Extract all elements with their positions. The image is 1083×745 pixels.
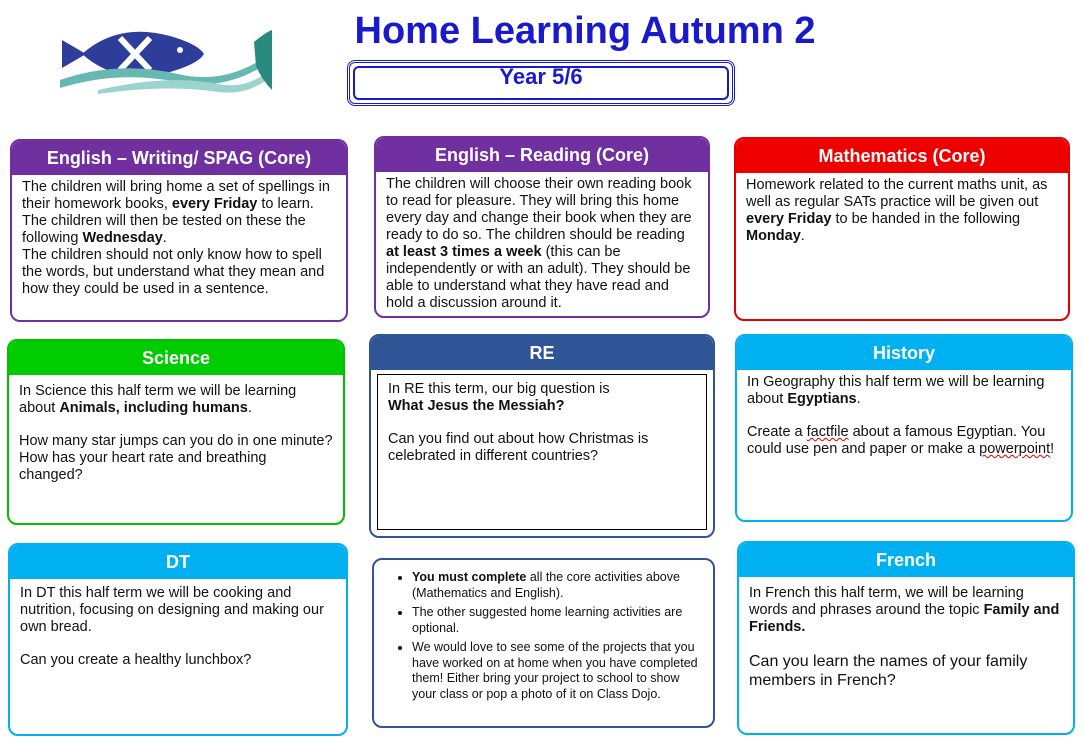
science-title: Science [9, 341, 343, 375]
dt-body: In DT this half term we will be cooking … [20, 585, 324, 668]
english-reading-card: English – Reading (Core) The children wi… [374, 136, 710, 318]
mathematics-card: Mathematics (Core) Homework related to t… [734, 137, 1070, 321]
history-body: In Geography this half term we will be l… [747, 374, 1055, 457]
english-reading-body: The children will choose their own readi… [386, 176, 692, 311]
re-title: RE [371, 336, 713, 370]
english-writing-body: The children will bring home a set of sp… [22, 179, 330, 297]
mathematics-body: Homework related to the current maths un… [746, 177, 1048, 244]
mathematics-title: Mathematics (Core) [736, 139, 1068, 173]
french-body: In French this half term, we will be lea… [749, 585, 1060, 689]
fish-waves-logo-icon [60, 30, 272, 94]
dt-title: DT [10, 545, 346, 579]
list-item: You must complete all the core activitie… [412, 570, 705, 601]
science-card: Science In Science this half term we wil… [7, 339, 345, 525]
year-label: Year 5/6 [499, 64, 583, 89]
english-writing-title: English – Writing/ SPAG (Core) [12, 141, 346, 175]
year-frame [347, 60, 735, 106]
re-body: In RE this term, our big question is Wha… [377, 374, 707, 530]
page-title: Home Learning Autumn 2 [354, 10, 816, 52]
list-item: The other suggested home learning activi… [412, 605, 705, 636]
french-card: French In French this half term, we will… [737, 541, 1075, 735]
english-reading-title: English – Reading (Core) [376, 138, 708, 172]
history-title: History [737, 336, 1071, 370]
list-item: We would love to see some of the project… [412, 640, 705, 702]
re-card: RE In RE this term, our big question is … [369, 334, 715, 538]
core-activities-notes: You must complete all the core activitie… [372, 558, 715, 728]
french-title: French [739, 543, 1073, 577]
science-body: In Science this half term we will be lea… [19, 383, 333, 483]
dt-card: DT In DT this half term we will be cooki… [8, 543, 348, 736]
english-writing-card: English – Writing/ SPAG (Core) The child… [10, 139, 348, 322]
history-card: History In Geography this half term we w… [735, 334, 1073, 522]
